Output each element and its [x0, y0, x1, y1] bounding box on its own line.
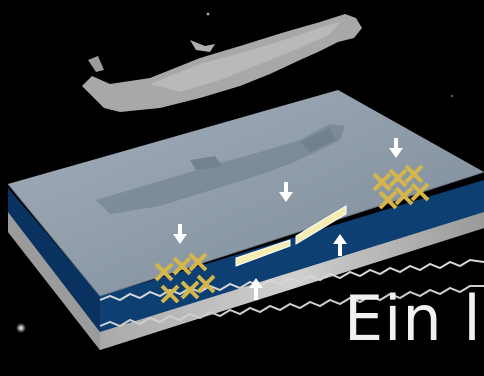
- caption-text: Ein l: [344, 288, 482, 350]
